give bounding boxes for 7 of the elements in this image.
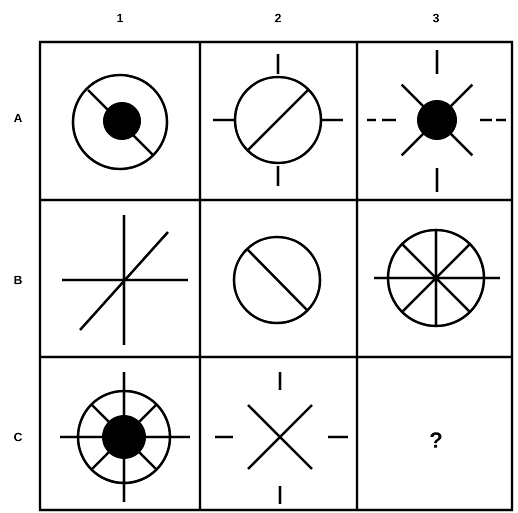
- question-mark: ?: [430, 432, 442, 448]
- column-number: 2: [275, 14, 281, 22]
- column-number: 1: [117, 14, 123, 22]
- row-letter: A: [14, 114, 22, 122]
- row-letter: C: [14, 432, 22, 442]
- column-number: 3: [432, 14, 439, 22]
- row-letter: B: [14, 276, 22, 284]
